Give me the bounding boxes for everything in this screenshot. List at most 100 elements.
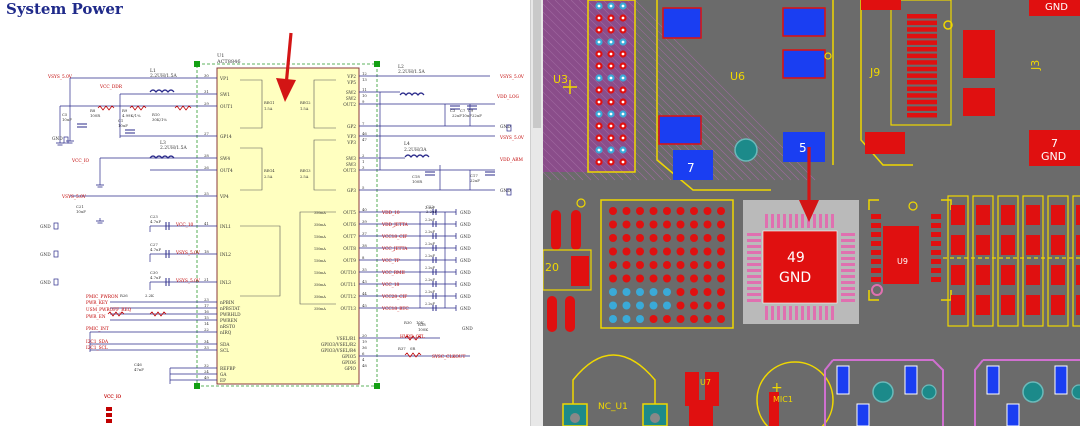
ground-port xyxy=(53,222,59,230)
right-pin-number: 4 xyxy=(362,357,365,362)
bga-ball xyxy=(663,301,671,310)
j9-pin xyxy=(907,113,937,118)
left-pin-name: GA xyxy=(220,373,227,378)
scrollbar-thumb[interactable] xyxy=(533,0,541,128)
bga-ball xyxy=(622,220,631,229)
ground-label: GND xyxy=(460,295,471,300)
component-label: C3 xyxy=(450,108,456,113)
component-label: 30K/1% xyxy=(152,117,167,122)
pin1-mark xyxy=(908,201,918,211)
qfn-pad-right xyxy=(841,257,855,260)
u3-via-hole xyxy=(597,16,601,20)
u3-via-hole xyxy=(597,28,601,32)
qfn-pad-left xyxy=(747,287,761,290)
component-label: 4.7uF xyxy=(150,247,161,252)
right-pin-number: 39 xyxy=(362,219,367,224)
component-label: C30 xyxy=(150,270,158,275)
component-label: C22 xyxy=(426,204,434,209)
qfn-pad-bottom xyxy=(807,306,810,320)
qfn-pad-top xyxy=(819,214,822,228)
pad-red xyxy=(963,88,995,116)
left-net-label: PWR_KEY xyxy=(86,301,108,306)
left-wires xyxy=(59,77,217,384)
j9-pins xyxy=(907,14,937,118)
j9-pin xyxy=(907,20,937,26)
label-u7: U7 xyxy=(700,378,711,387)
left-net-label: PWR_EN xyxy=(86,315,106,320)
right-pin-name: SW2 xyxy=(346,97,356,102)
regulator-label: REG1 xyxy=(264,101,275,105)
qfn-pad-right xyxy=(841,269,855,272)
component-label: 22uF xyxy=(452,113,462,118)
pad-7-gnd xyxy=(1029,130,1080,166)
u3-via-hole xyxy=(609,76,613,80)
resistor-symbol xyxy=(97,105,115,111)
right-net-label: VSYS_5.0V xyxy=(499,136,525,141)
bga-ball xyxy=(703,220,712,229)
pad-red xyxy=(865,132,905,154)
right-pin-name: SW3 xyxy=(346,157,356,162)
page-title: System Power xyxy=(6,0,123,18)
component-label: 10uF xyxy=(118,123,128,128)
right-pin-name: GPIO xyxy=(344,367,356,372)
u3-via-hole xyxy=(597,148,601,152)
bga-balls xyxy=(609,207,725,323)
bga-ball xyxy=(609,207,617,215)
res-pad xyxy=(1076,205,1080,225)
label-u6: U6 xyxy=(730,70,745,83)
bga-ball xyxy=(636,234,644,242)
bga-ball xyxy=(717,301,725,310)
pad-5-label: 5 xyxy=(799,141,807,155)
pin1-mark xyxy=(943,20,953,30)
component-label: C17 xyxy=(470,173,478,178)
right-pin-number: 1 xyxy=(362,159,364,164)
u3-via-hole xyxy=(597,64,601,68)
bga-ball xyxy=(649,261,658,269)
right-pin-number: 9 xyxy=(362,99,365,104)
component-label: 4.7uF xyxy=(150,275,161,280)
right-pin-number: 6 xyxy=(362,351,365,356)
pad-7 xyxy=(673,150,713,180)
hatch-line xyxy=(610,0,792,181)
component-label: 22uF xyxy=(470,178,480,183)
right-pins: VP212VP513SW211SW210OUT29GP27VP346VP347S… xyxy=(321,71,368,372)
ldo-label: 350mA xyxy=(314,295,326,299)
j9-pin xyxy=(907,93,937,98)
component-label: 22uF xyxy=(472,113,482,118)
inductor-l1 xyxy=(149,89,175,93)
right-pin-number: 19 xyxy=(362,339,367,344)
left-pin-name: GP14 xyxy=(220,135,232,140)
u3-via-hole xyxy=(609,64,613,68)
component-label: R9 xyxy=(122,108,128,113)
u3-via-hole xyxy=(621,76,625,80)
u3-via-hole xyxy=(609,52,613,56)
left-pin-number: 23 xyxy=(204,297,209,302)
qfn-pad-right xyxy=(841,245,855,248)
qfn-pad-top xyxy=(783,214,786,228)
j9-pin xyxy=(907,86,937,92)
component-label: R30 xyxy=(404,320,412,325)
right-pin-number: 5 xyxy=(362,185,365,190)
resistor-symbol xyxy=(404,352,422,358)
right-net-label: GND xyxy=(500,125,511,130)
j9-pin xyxy=(907,60,937,65)
ground-label: GND xyxy=(460,307,471,312)
bga-ball xyxy=(622,315,631,323)
bottom-right-parts xyxy=(824,359,1080,427)
bga-ball xyxy=(636,220,644,229)
right-net-label: VDD_10 xyxy=(381,211,400,216)
left-pin-number: 32 xyxy=(204,363,209,368)
left-pin-number: 27 xyxy=(204,131,209,136)
bga-ball xyxy=(636,261,644,269)
bga-ball xyxy=(636,288,644,296)
component-label: R37 xyxy=(398,346,406,351)
u3-via-hole xyxy=(597,136,601,140)
res-pad xyxy=(1051,205,1065,225)
left-net-label: VCC_10 xyxy=(175,223,194,228)
regulator-label: REG3 xyxy=(300,169,311,173)
qfn-pad-left xyxy=(747,269,761,272)
bga-ball xyxy=(663,288,671,296)
pad-7-right-gnd: GND xyxy=(1041,150,1066,163)
u9-pin-left xyxy=(871,241,881,246)
